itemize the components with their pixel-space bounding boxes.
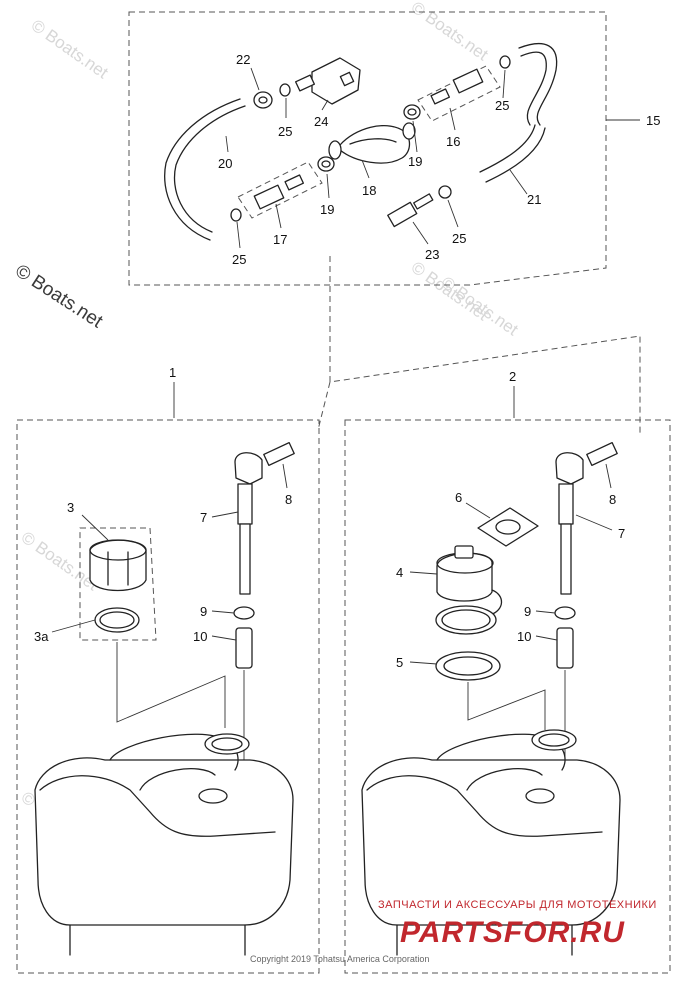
callout-18: 18	[362, 183, 376, 198]
watermark-text: © Boats.net	[28, 16, 112, 83]
callout-25: 25	[278, 124, 292, 139]
callout-15: 15	[646, 113, 660, 128]
callout-24: 24	[314, 114, 328, 129]
callout-9: 9	[524, 604, 531, 619]
callout-19: 19	[320, 202, 334, 217]
copyright-text: Copyright 2019 Tohatsu America Corporati…	[250, 954, 429, 964]
callout-3a: 3a	[34, 629, 49, 644]
watermark-text: © Boats.net	[438, 273, 522, 340]
callout-9: 9	[200, 604, 207, 619]
callout-7: 7	[200, 510, 207, 525]
watermark-text: © Boats.net	[18, 528, 102, 595]
boats-net-watermark: © Boats.net	[11, 261, 107, 333]
callout-3: 3	[67, 500, 74, 515]
callout-10: 10	[517, 629, 531, 644]
callout-4: 4	[396, 565, 403, 580]
faint-watermarks: © Boats.net © Boats.net © Boats.net © Bo…	[18, 0, 522, 865]
callout-17: 17	[273, 232, 287, 247]
promo-watermark: ЗАПЧАСТИ И АКСЕССУАРЫ ДЛЯ МОТОТЕХНИКИ PA…	[378, 899, 657, 949]
callout-7: 7	[618, 526, 625, 541]
promo-brand: PARTSFOR.RU	[400, 916, 625, 949]
callout-1: 1	[169, 365, 176, 380]
connection-lines	[317, 256, 641, 436]
callout-8: 8	[285, 492, 292, 507]
fuel-tank-kit-1: 1 3 3a 7 8 9 10	[16, 365, 320, 974]
fuel-tank-kit-2: 2 6 4 5 7 8 9 10	[344, 369, 671, 974]
callout-20: 20	[218, 156, 232, 171]
callout-22: 22	[236, 52, 250, 67]
callout-19: 19	[408, 154, 422, 169]
callout-25: 25	[495, 98, 509, 113]
callout-8: 8	[609, 492, 616, 507]
callout-5: 5	[396, 655, 403, 670]
hose-assembly-15: 22 25 24 20 18 19 19 16 25 15 17 25 25 2…	[128, 11, 660, 286]
promo-tagline: ЗАПЧАСТИ И АКСЕССУАРЫ ДЛЯ МОТОТЕХНИКИ	[378, 899, 657, 911]
watermark-text: © Boats.net	[408, 0, 492, 65]
callout-25: 25	[452, 231, 466, 246]
callout-16: 16	[446, 134, 460, 149]
callout-6: 6	[455, 490, 462, 505]
callout-10: 10	[193, 629, 207, 644]
callout-2: 2	[509, 369, 516, 384]
callout-25: 25	[232, 252, 246, 267]
callout-21: 21	[527, 192, 541, 207]
callout-23: 23	[425, 247, 439, 262]
